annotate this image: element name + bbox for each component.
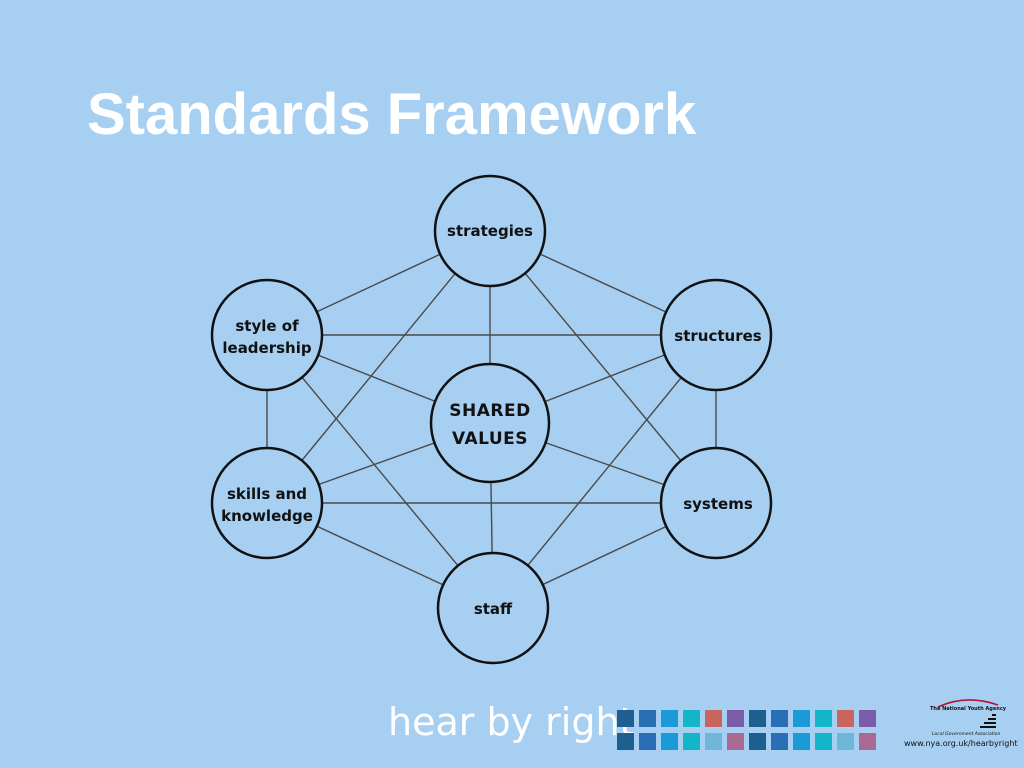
color-square [859,710,876,727]
color-square [661,733,678,750]
node-label: skills and [227,485,307,503]
center-label: SHARED [449,401,530,421]
color-square [771,710,788,727]
color-squares-strip [617,710,876,750]
edge [489,230,717,504]
node-label: staff [474,600,513,618]
edge [266,334,494,609]
color-square [705,733,722,750]
logo-url: www.nya.org.uk/hearbyright [904,739,1018,748]
steps-icon [980,714,996,728]
edge [492,334,717,609]
node-style-of-leadership: style of leadership [210,278,324,392]
color-square [815,710,832,727]
color-square [683,710,700,727]
page-title: Standards Framework [87,82,697,147]
node-shared-values: SHARED VALUES [429,362,551,484]
node-label: systems [683,495,753,513]
color-square [815,733,832,750]
color-square [661,710,678,727]
node-strategies: strategies [433,174,547,288]
node-systems: systems [659,446,773,560]
color-square [771,733,788,750]
color-square [793,710,810,727]
nya-logo: The National Youth Agency Local Governme… [900,698,1018,754]
node-staff: staff [436,551,550,665]
color-square [793,733,810,750]
center-label: VALUES [452,429,528,449]
logo-assoc-name: Local Government Association [932,732,1001,737]
color-square [617,710,634,727]
color-square [749,733,766,750]
edge [266,230,491,504]
node-label: strategies [447,222,533,240]
color-square [705,710,722,727]
standards-framework-diagram: strategies structures systems staff skil… [210,174,773,665]
color-square [683,733,700,750]
color-square [727,710,744,727]
node-structures: structures [659,278,773,392]
color-square [837,733,854,750]
logo-org-name: The National Youth Agency [930,706,1007,712]
hear-by-right-brand: hear by right [388,700,635,744]
color-square [639,733,656,750]
swoosh-icon [937,699,999,708]
color-square [639,710,656,727]
node-label: style of [235,317,299,335]
node-skills-and-knowledge: skills and knowledge [210,446,324,560]
color-square [837,710,854,727]
color-square [727,733,744,750]
color-square [749,710,766,727]
node-label: leadership [222,339,311,357]
node-label: structures [674,327,761,345]
color-square [859,733,876,750]
color-square [617,733,634,750]
node-label: knowledge [221,507,313,525]
